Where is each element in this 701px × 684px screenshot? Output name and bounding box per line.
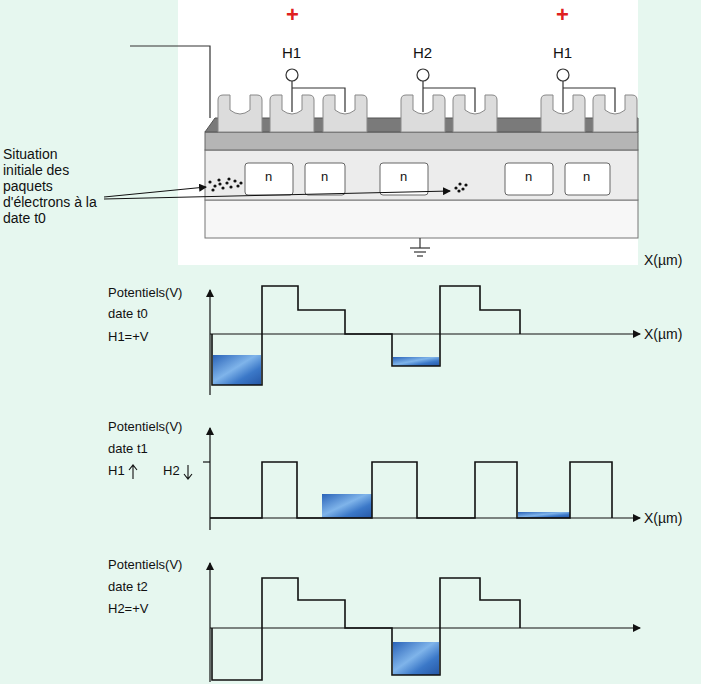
clock-state: H1 bbox=[108, 464, 125, 479]
substrate bbox=[205, 200, 638, 238]
caption-note: Situation initiale des paquets d'électro… bbox=[3, 146, 101, 226]
silicon-layer bbox=[205, 150, 638, 200]
region-label: n bbox=[321, 170, 328, 185]
gate-electrodes bbox=[218, 95, 637, 132]
electrode-name: H1 bbox=[282, 44, 301, 61]
time-label: date t1 bbox=[108, 442, 148, 457]
clock-state: H2=+V bbox=[108, 602, 148, 617]
picture-panel bbox=[178, 0, 638, 265]
time-label: date t0 bbox=[108, 307, 148, 322]
time-label: date t2 bbox=[108, 580, 148, 595]
potential-plot-t2 bbox=[210, 563, 640, 682]
axis-label: X(µm) bbox=[644, 252, 682, 268]
potential-plot-t0 bbox=[210, 286, 640, 395]
axis-title: Potentiels(V) bbox=[108, 420, 182, 435]
axis-label: X(µm) bbox=[644, 326, 682, 342]
pointer-arrows bbox=[104, 187, 450, 199]
electrode-name: H1 bbox=[553, 44, 572, 61]
region-label: n bbox=[525, 170, 532, 185]
clock-state: H1=+V bbox=[108, 330, 148, 345]
region-label: n bbox=[265, 170, 272, 185]
terminal-circles bbox=[286, 69, 569, 81]
axis-label: X(µm) bbox=[644, 510, 682, 526]
leader-line bbox=[130, 46, 210, 118]
electron-packets bbox=[208, 177, 467, 192]
n-wells bbox=[245, 163, 610, 195]
polarity-sign: + bbox=[286, 2, 299, 27]
region-label: n bbox=[583, 170, 590, 185]
potential-plot-t1 bbox=[129, 428, 640, 530]
polarity-sign: + bbox=[556, 2, 569, 27]
ground-symbol bbox=[410, 238, 430, 256]
clock-state: H2 bbox=[163, 464, 180, 479]
clock-wires bbox=[292, 81, 615, 112]
region-label: n bbox=[400, 170, 407, 185]
axis-title: Potentiels(V) bbox=[108, 558, 182, 573]
electrode-name: H2 bbox=[413, 44, 432, 61]
axis-title: Potentiels(V) bbox=[108, 286, 182, 301]
oxide-front bbox=[205, 132, 638, 150]
